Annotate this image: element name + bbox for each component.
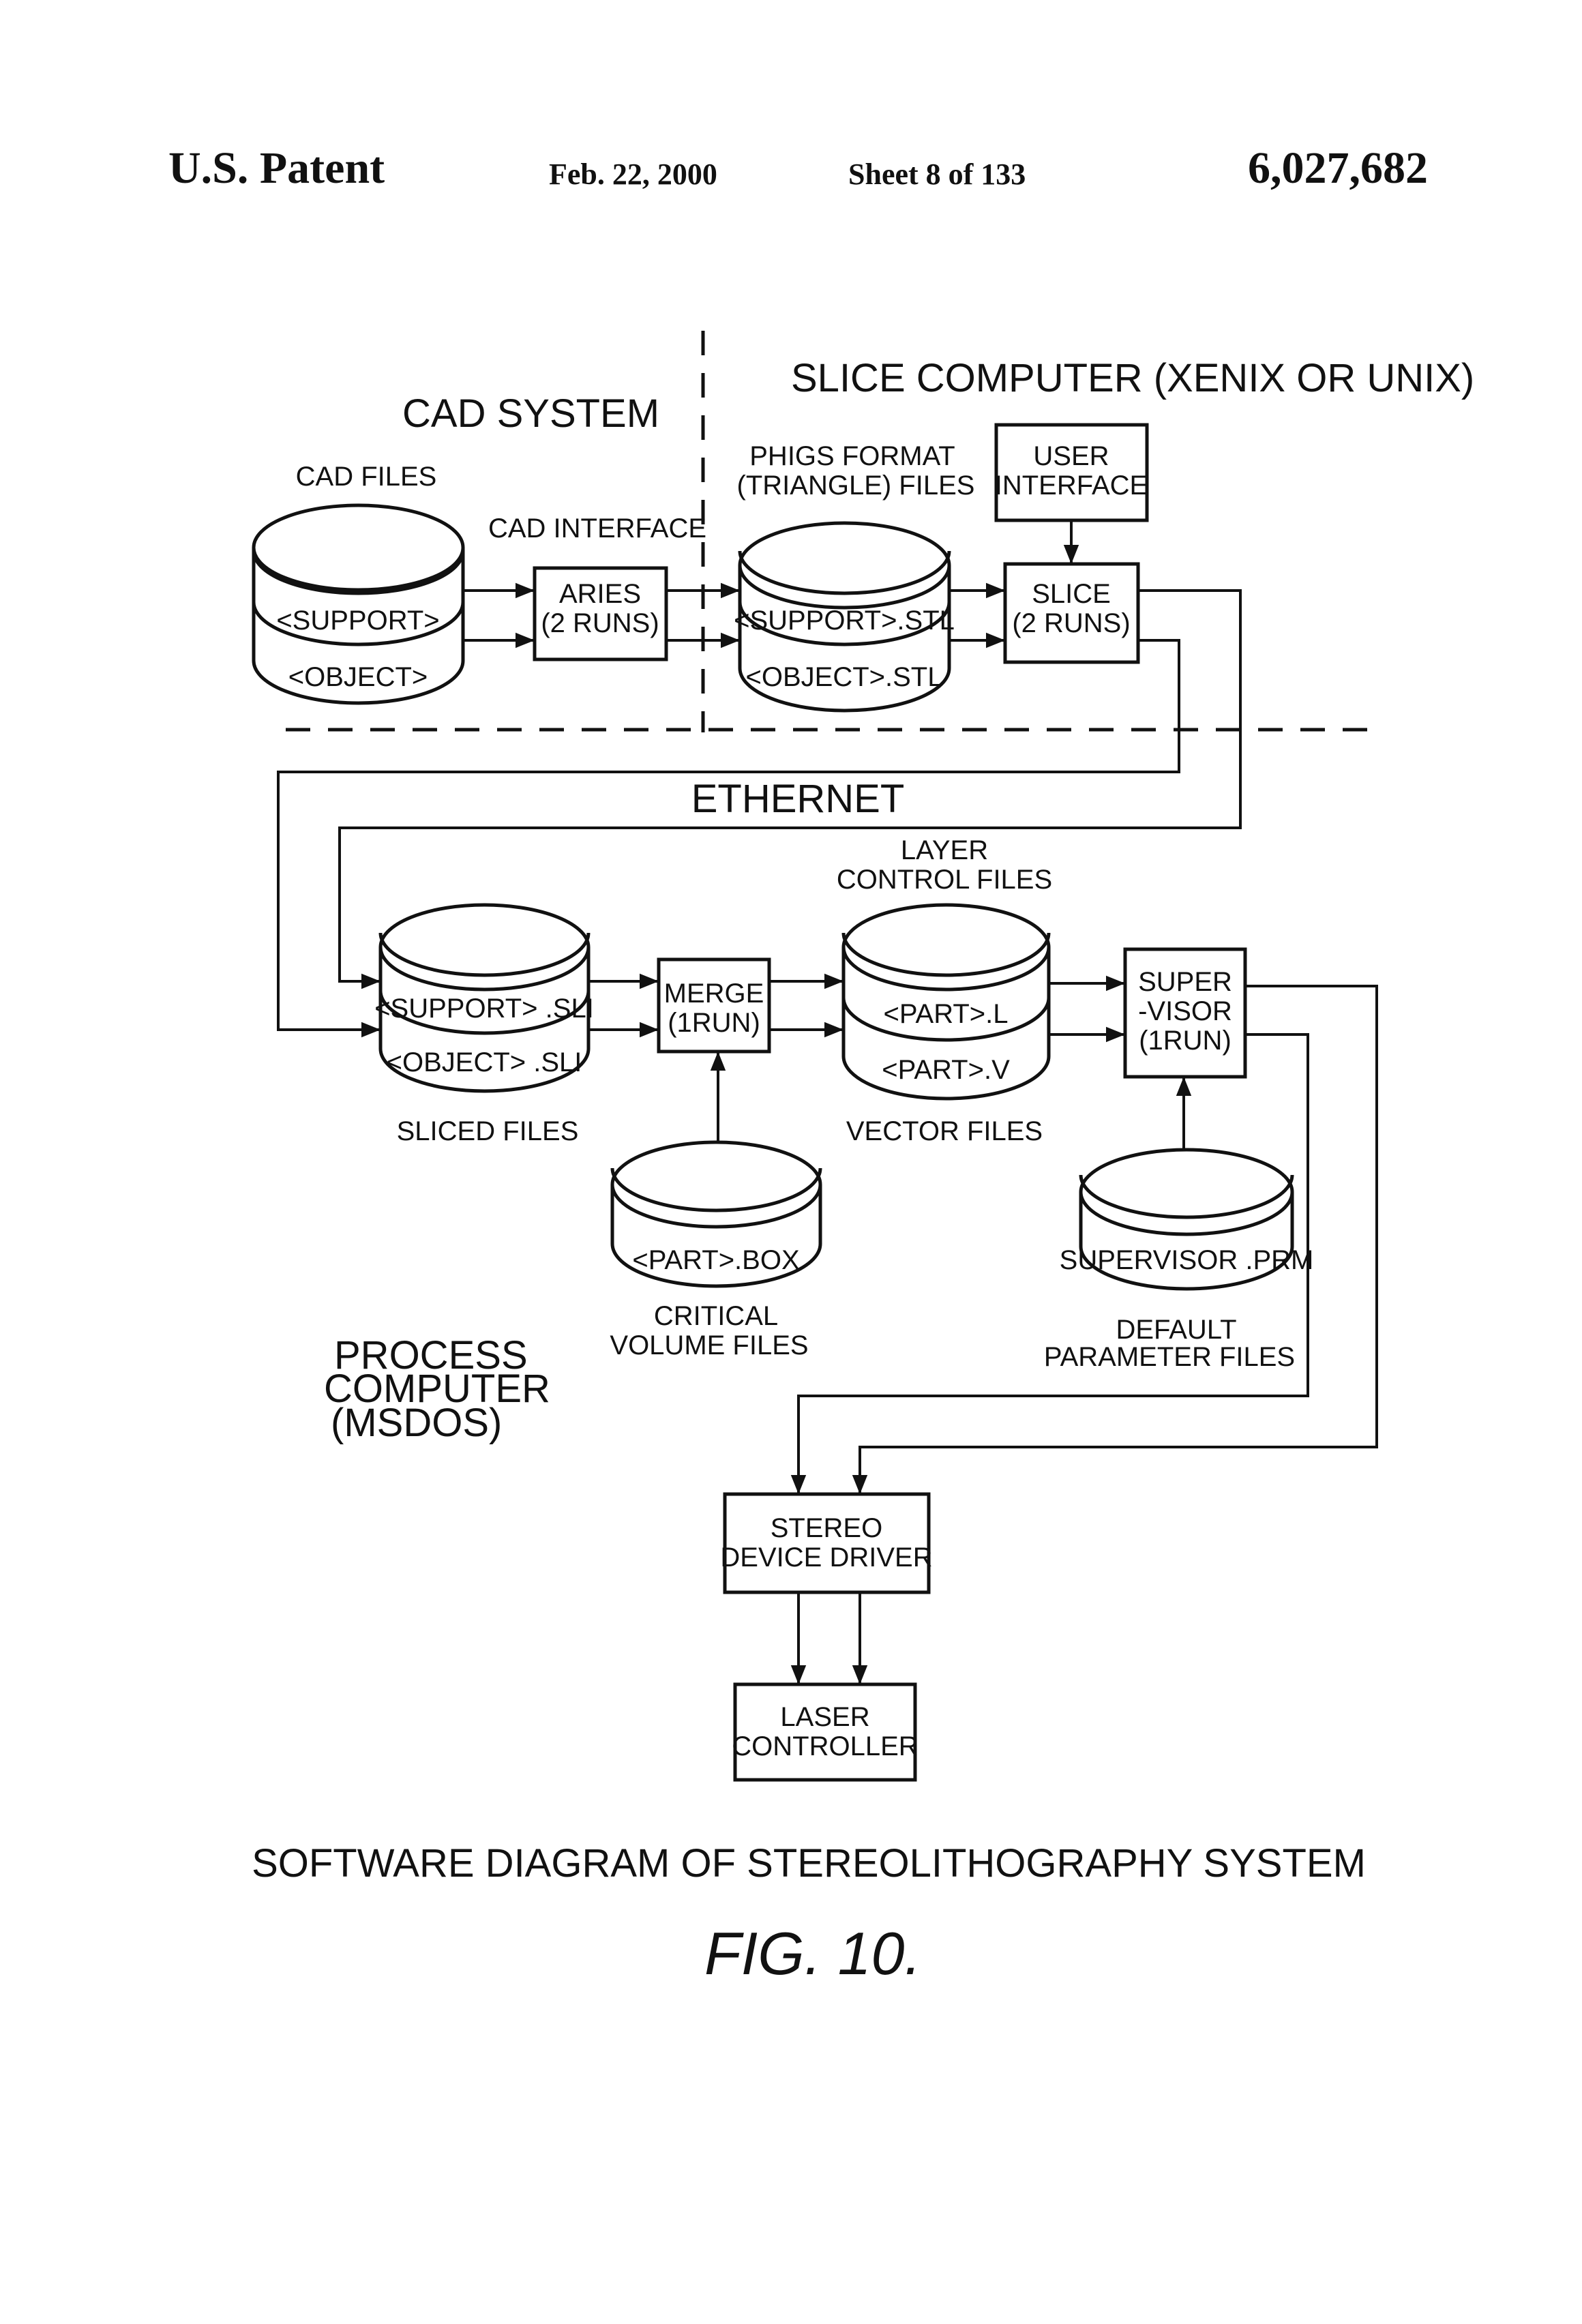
slice-computer-title: SLICE COMPUTER (XENIX OR UNIX): [791, 356, 1474, 400]
stl-object-file: <OBJECT>.STL: [746, 662, 943, 692]
sli-object-file: <OBJECT> .SLI: [387, 1047, 582, 1077]
process-computer-3: (MSDOS): [331, 1401, 502, 1445]
supervisor-runs: (1RUN): [1139, 1026, 1232, 1056]
supervisor-box: SUPER -VISOR (1RUN): [1125, 949, 1245, 1077]
user-label: USER: [1033, 441, 1109, 471]
sli-support-file: <SUPPORT> .SLI: [374, 994, 594, 1024]
stereo-driver-box: STEREO DEVICE DRIVER: [720, 1494, 932, 1592]
laser-label: LASER: [780, 1702, 869, 1732]
cad-system-title: CAD SYSTEM: [402, 391, 659, 436]
merge-label: MERGE: [664, 979, 764, 1009]
laser-controller-box: LASER CONTROLLER: [732, 1684, 918, 1780]
cad-object-file: <OBJECT>: [288, 662, 428, 692]
control-files-label: CONTROL FILES: [837, 865, 1052, 895]
interface-label: INTERFACE: [995, 471, 1148, 501]
header-date: Feb. 22, 2000: [549, 158, 717, 191]
stl-support-file: <SUPPORT>.STL: [734, 606, 955, 636]
header-sheet: Sheet 8 of 133: [848, 158, 1026, 191]
diagram-caption: SOFTWARE DIAGRAM OF STEREOLITHOGRAPHY SY…: [252, 1841, 1366, 1886]
volume-files-label: VOLUME FILES: [610, 1330, 808, 1360]
cad-interface-label: CAD INTERFACE: [488, 513, 706, 543]
patent-number: 6,027,682: [1248, 143, 1428, 193]
figure-number: FIG. 10.: [704, 1920, 921, 1987]
prm-file: SUPERVISOR .PRM: [1060, 1245, 1314, 1275]
ethernet-label: ETHERNET: [691, 777, 905, 821]
phigs-label-2: (TRIANGLE) FILES: [737, 471, 975, 501]
parameter-files-label: PARAMETER FILES: [1044, 1342, 1295, 1372]
layer-label: LAYER: [901, 835, 988, 865]
stereo-label: STEREO: [771, 1513, 882, 1543]
critical-label: CRITICAL: [654, 1301, 778, 1331]
vector-files-label: VECTOR FILES: [846, 1116, 1043, 1146]
merge-runs: (1RUN): [668, 1008, 760, 1038]
controller-label: CONTROLLER: [732, 1731, 918, 1761]
box-file: <PART>.BOX: [632, 1245, 799, 1275]
vector-file: <PART>.V: [882, 1055, 1010, 1085]
user-interface-box: USER INTERFACE: [995, 425, 1148, 520]
phigs-label-1: PHIGS FORMAT: [749, 441, 955, 471]
slice-box: SLICE (2 RUNS): [1005, 564, 1138, 662]
default-label: DEFAULT: [1116, 1315, 1236, 1345]
slice-runs: (2 RUNS): [1012, 608, 1130, 638]
super-label: SUPER: [1138, 967, 1232, 997]
device-driver-label: DEVICE DRIVER: [720, 1543, 932, 1573]
sliced-files-label: SLICED FILES: [397, 1116, 579, 1146]
slice-label: SLICE: [1032, 579, 1111, 609]
header-left: U.S. Patent: [168, 143, 385, 193]
cad-files-label: CAD FILES: [296, 462, 437, 492]
aries-runs: (2 RUNS): [541, 608, 659, 638]
cad-support-file: <SUPPORT>: [276, 606, 439, 636]
merge-box: MERGE (1RUN): [659, 959, 769, 1052]
aries-box: ARIES (2 RUNS): [535, 568, 666, 659]
layer-file: <PART>.L: [883, 999, 1008, 1029]
visor-label: -VISOR: [1138, 996, 1232, 1026]
aries-label: ARIES: [559, 579, 641, 609]
